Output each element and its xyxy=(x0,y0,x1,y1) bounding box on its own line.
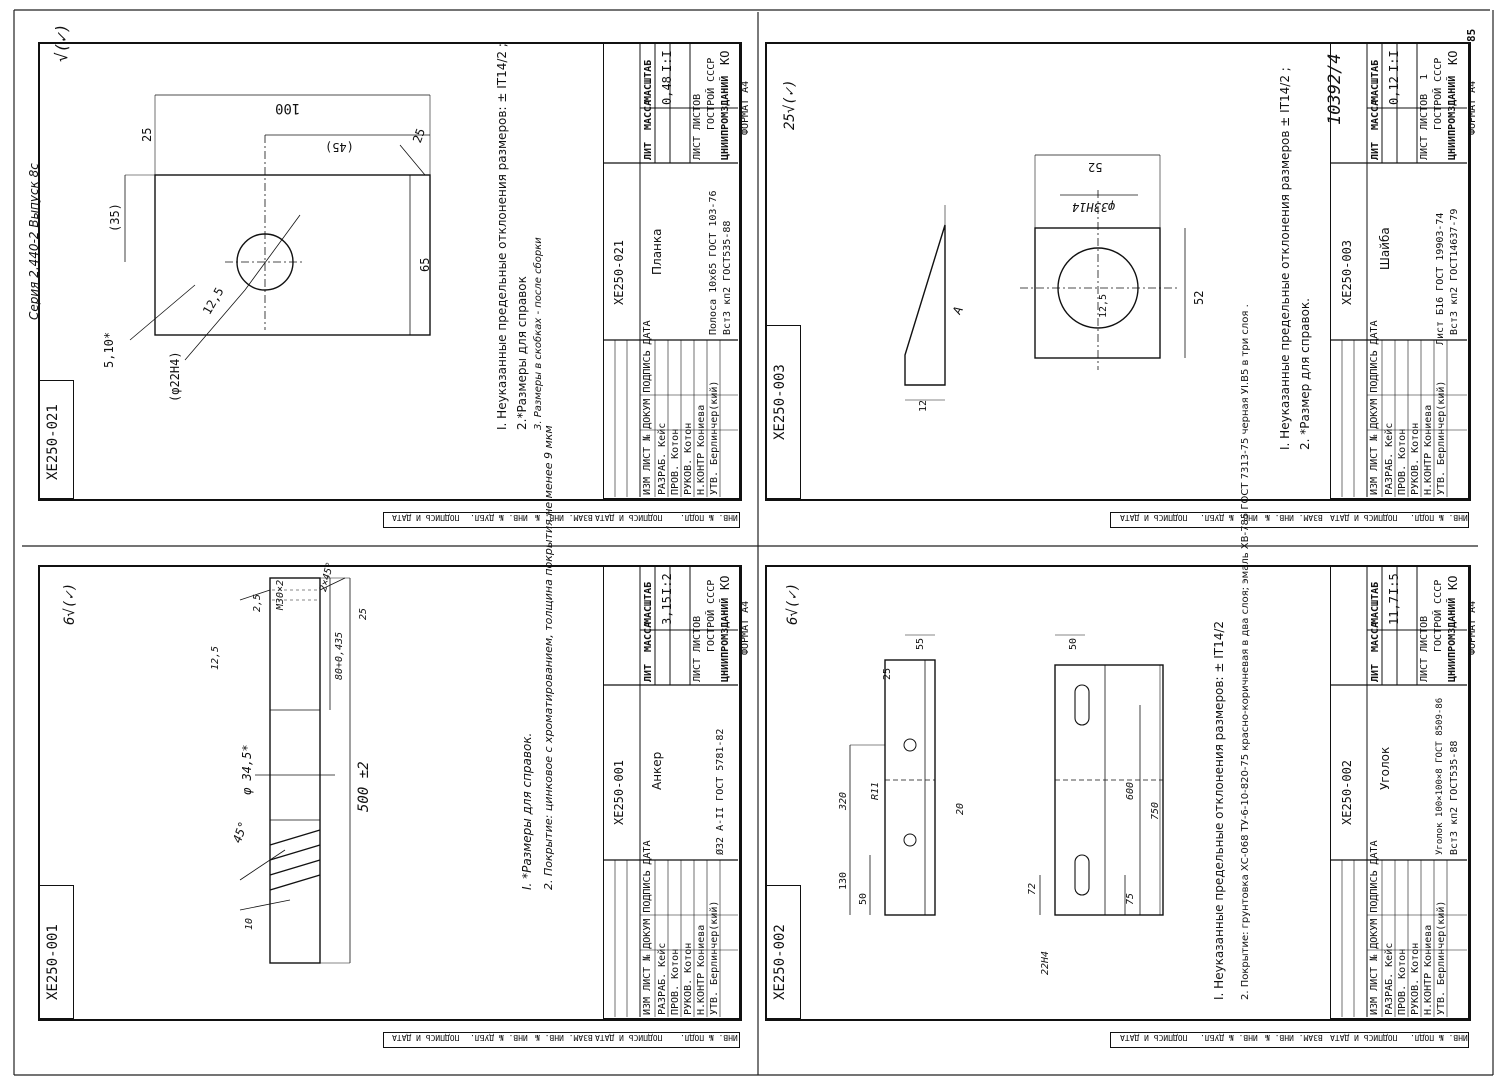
frame-anker xyxy=(38,565,742,1021)
ugolok-format: ФОРМАТ А4 xyxy=(1467,600,1478,655)
ugolok-sig-3: ИНВ. № ДУБЛ. xyxy=(1200,1033,1258,1042)
ugolok-sheets-header: ЛИСТОВ xyxy=(1419,615,1430,652)
ugolok-row-4: Н.КОНТР Кониева xyxy=(1423,924,1434,1015)
ugolok-sig-1: ПОДПИСЬ И ДАТА xyxy=(1330,1033,1398,1042)
anker-rod-outline xyxy=(269,577,321,964)
ugolok-row-0: ИЗМ ЛИСТ № ДОКУМ ПОДПИСЬ ДАТА xyxy=(1369,840,1380,1015)
title-block-planka xyxy=(603,42,740,499)
sig-strip-ugolok xyxy=(1110,1032,1469,1048)
ugolok-name: Уголок xyxy=(1378,746,1392,790)
sheet-planka xyxy=(24,28,750,542)
sig-strip-planka xyxy=(383,512,740,528)
shaiba-plan-outline xyxy=(1034,227,1161,359)
ugolok-code: ХЕ250-002 xyxy=(1340,759,1354,825)
ugolok-sheet-header: ЛИСТ xyxy=(1419,657,1430,682)
title-block-ugolok xyxy=(1330,565,1469,1019)
ugolok-sig-0: ИНВ. № ПОДЛ. xyxy=(1410,1033,1468,1042)
ugolok-mass: 11,7 xyxy=(1387,596,1401,625)
code-box-ugolok xyxy=(765,885,801,1019)
code-box-planka xyxy=(38,380,74,499)
ugolok-row-1: РАЗРАБ. Кейс xyxy=(1384,942,1395,1015)
frame-shaiba xyxy=(765,42,1471,501)
ugolok-org2: ГОСТРОЙ СССР xyxy=(1433,579,1444,652)
sig-strip-shaiba xyxy=(1110,512,1469,528)
title-block-anker xyxy=(603,565,740,1019)
ugolok-scale: I:5 xyxy=(1387,573,1401,595)
ugolok-org: ЦНИИПРОМЗДАНИЙ xyxy=(1447,597,1458,682)
ugolok-material-1: Уголок 100×100×8 ГОСТ 8509-86 xyxy=(1435,697,1445,855)
ugolok-lit-header: ЛИТ xyxy=(1370,663,1381,682)
ugolok-side-view xyxy=(884,659,936,916)
ugolok-row-5: УТВ. Берлинчер(кий) xyxy=(1436,900,1447,1015)
title-block-shaiba xyxy=(1330,42,1469,499)
sig-strip-anker xyxy=(383,1032,740,1048)
ugolok-scale-header: МАСШТАБ xyxy=(1370,581,1381,624)
ugolok-lit: КО xyxy=(1446,575,1460,590)
ugolok-material-2: Вст3 кп2 ГОСТ535-88 xyxy=(1449,740,1460,855)
ugolok-sig-2: ВЗАМ. ИНВ. № xyxy=(1265,1033,1323,1042)
ugolok-sig-4: ПОДПИСЬ И ДАТА xyxy=(1120,1033,1188,1042)
ugolok-mass-header: МАССА xyxy=(1370,621,1381,652)
ugolok-row-2: ПРОВ. Котон xyxy=(1397,948,1408,1015)
code-box-anker xyxy=(38,885,74,1019)
frame-ugolok xyxy=(765,565,1471,1021)
frame-planka xyxy=(38,42,742,501)
code-box-shaiba xyxy=(765,325,801,499)
ugolok-row-3: РУКОВ. Котон xyxy=(1410,942,1421,1015)
ugolok-plan-view xyxy=(1054,664,1164,916)
